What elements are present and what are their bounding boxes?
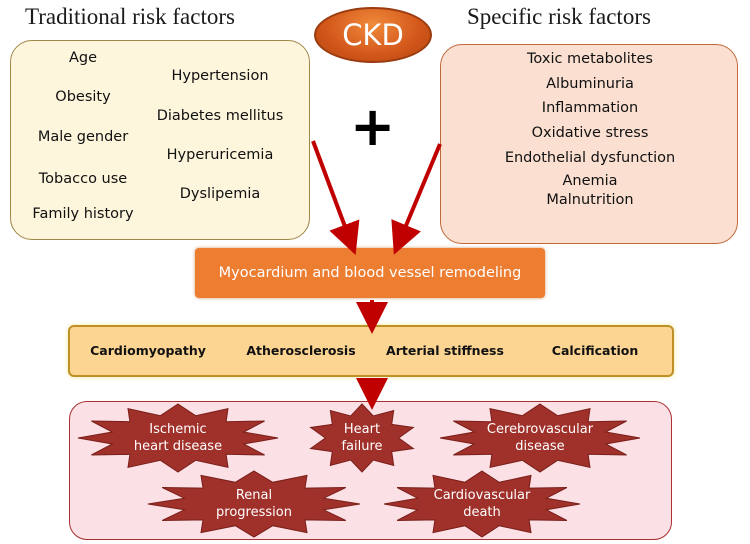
remodeling-label: Myocardium and blood vessel remodeling <box>218 265 522 281</box>
outcome-heart-failure-line2: failure <box>341 439 383 454</box>
outcome-renal-progression: Renal progression <box>216 487 292 521</box>
outcome-cerebrovascular-line2: disease <box>515 439 565 454</box>
factor-tobacco-use: Tobacco use <box>38 171 128 187</box>
condition-calcification: Calcification <box>551 343 639 358</box>
specific-risk-factors-heading: Specific risk factors <box>467 4 651 29</box>
factor-inflammation: Inflammation <box>541 100 639 116</box>
factor-oxidative-stress: Oxidative stress <box>531 125 649 141</box>
plus-symbol: + <box>350 95 396 158</box>
star-renal-progression <box>147 470 361 538</box>
factor-age: Age <box>68 50 98 66</box>
factor-dyslipemia: Dyslipemia <box>179 186 261 202</box>
factor-family-history: Family history <box>32 206 134 222</box>
ckd-ellipse: CKD <box>314 7 432 63</box>
star-cerebrovascular-disease <box>439 403 641 473</box>
factor-obesity: Obesity <box>55 89 111 105</box>
star-heart-failure <box>309 403 415 473</box>
outcome-ischemic-line1: Ischemic <box>149 422 207 437</box>
traditional-risk-factors-heading: Traditional risk factors <box>25 4 235 29</box>
factor-hyperuricemia: Hyperuricemia <box>166 147 274 163</box>
outcome-renal-line1: Renal <box>235 488 273 503</box>
outcome-cv-death-line2: death <box>463 505 501 520</box>
arrow-specific-to-remodeling <box>391 143 442 255</box>
outcome-ischemic-heart-disease: Ischemic heart disease <box>134 421 222 455</box>
factor-toxic-metabolites: Toxic metabolites <box>527 51 653 67</box>
star-cardiovascular-death <box>383 470 581 538</box>
factor-anemia: Anemia <box>562 173 618 189</box>
factor-hypertension: Hypertension <box>171 68 269 84</box>
outcome-cerebrovascular-disease: Cerebrovascular disease <box>487 421 593 455</box>
star-ischemic-heart-disease <box>77 403 279 473</box>
factor-male-gender: Male gender <box>37 129 129 145</box>
factor-albuminuria: Albuminuria <box>546 76 634 92</box>
outcome-cardiovascular-death: Cardiovascular death <box>434 487 531 521</box>
traditional-risk-factors-box <box>10 40 310 240</box>
outcome-renal-line2: progression <box>216 505 292 520</box>
condition-arterial-stiffness: Arterial stiffness <box>386 343 504 358</box>
factor-endothelial-dysfunction: Endothelial dysfunction <box>504 150 676 166</box>
factor-malnutrition: Malnutrition <box>546 192 634 208</box>
condition-atherosclerosis: Atherosclerosis <box>246 343 356 358</box>
outcome-cv-death-line1: Cardiovascular <box>433 488 531 503</box>
remodeling-box: Myocardium and blood vessel remodeling <box>195 248 545 298</box>
ckd-label: CKD <box>342 18 404 52</box>
factor-diabetes-mellitus: Diabetes mellitus <box>156 108 284 124</box>
outcome-heart-failure: Heart failure <box>341 421 382 455</box>
specific-risk-factors-box <box>440 44 738 244</box>
outcome-cerebrovascular-line1: Cerebrovascular <box>486 422 594 437</box>
outcome-ischemic-line2: heart disease <box>133 439 223 454</box>
condition-cardiomyopathy: Cardiomyopathy <box>90 343 206 358</box>
outcome-heart-failure-line1: Heart <box>343 422 381 437</box>
arrow-traditional-to-remodeling <box>311 140 360 255</box>
